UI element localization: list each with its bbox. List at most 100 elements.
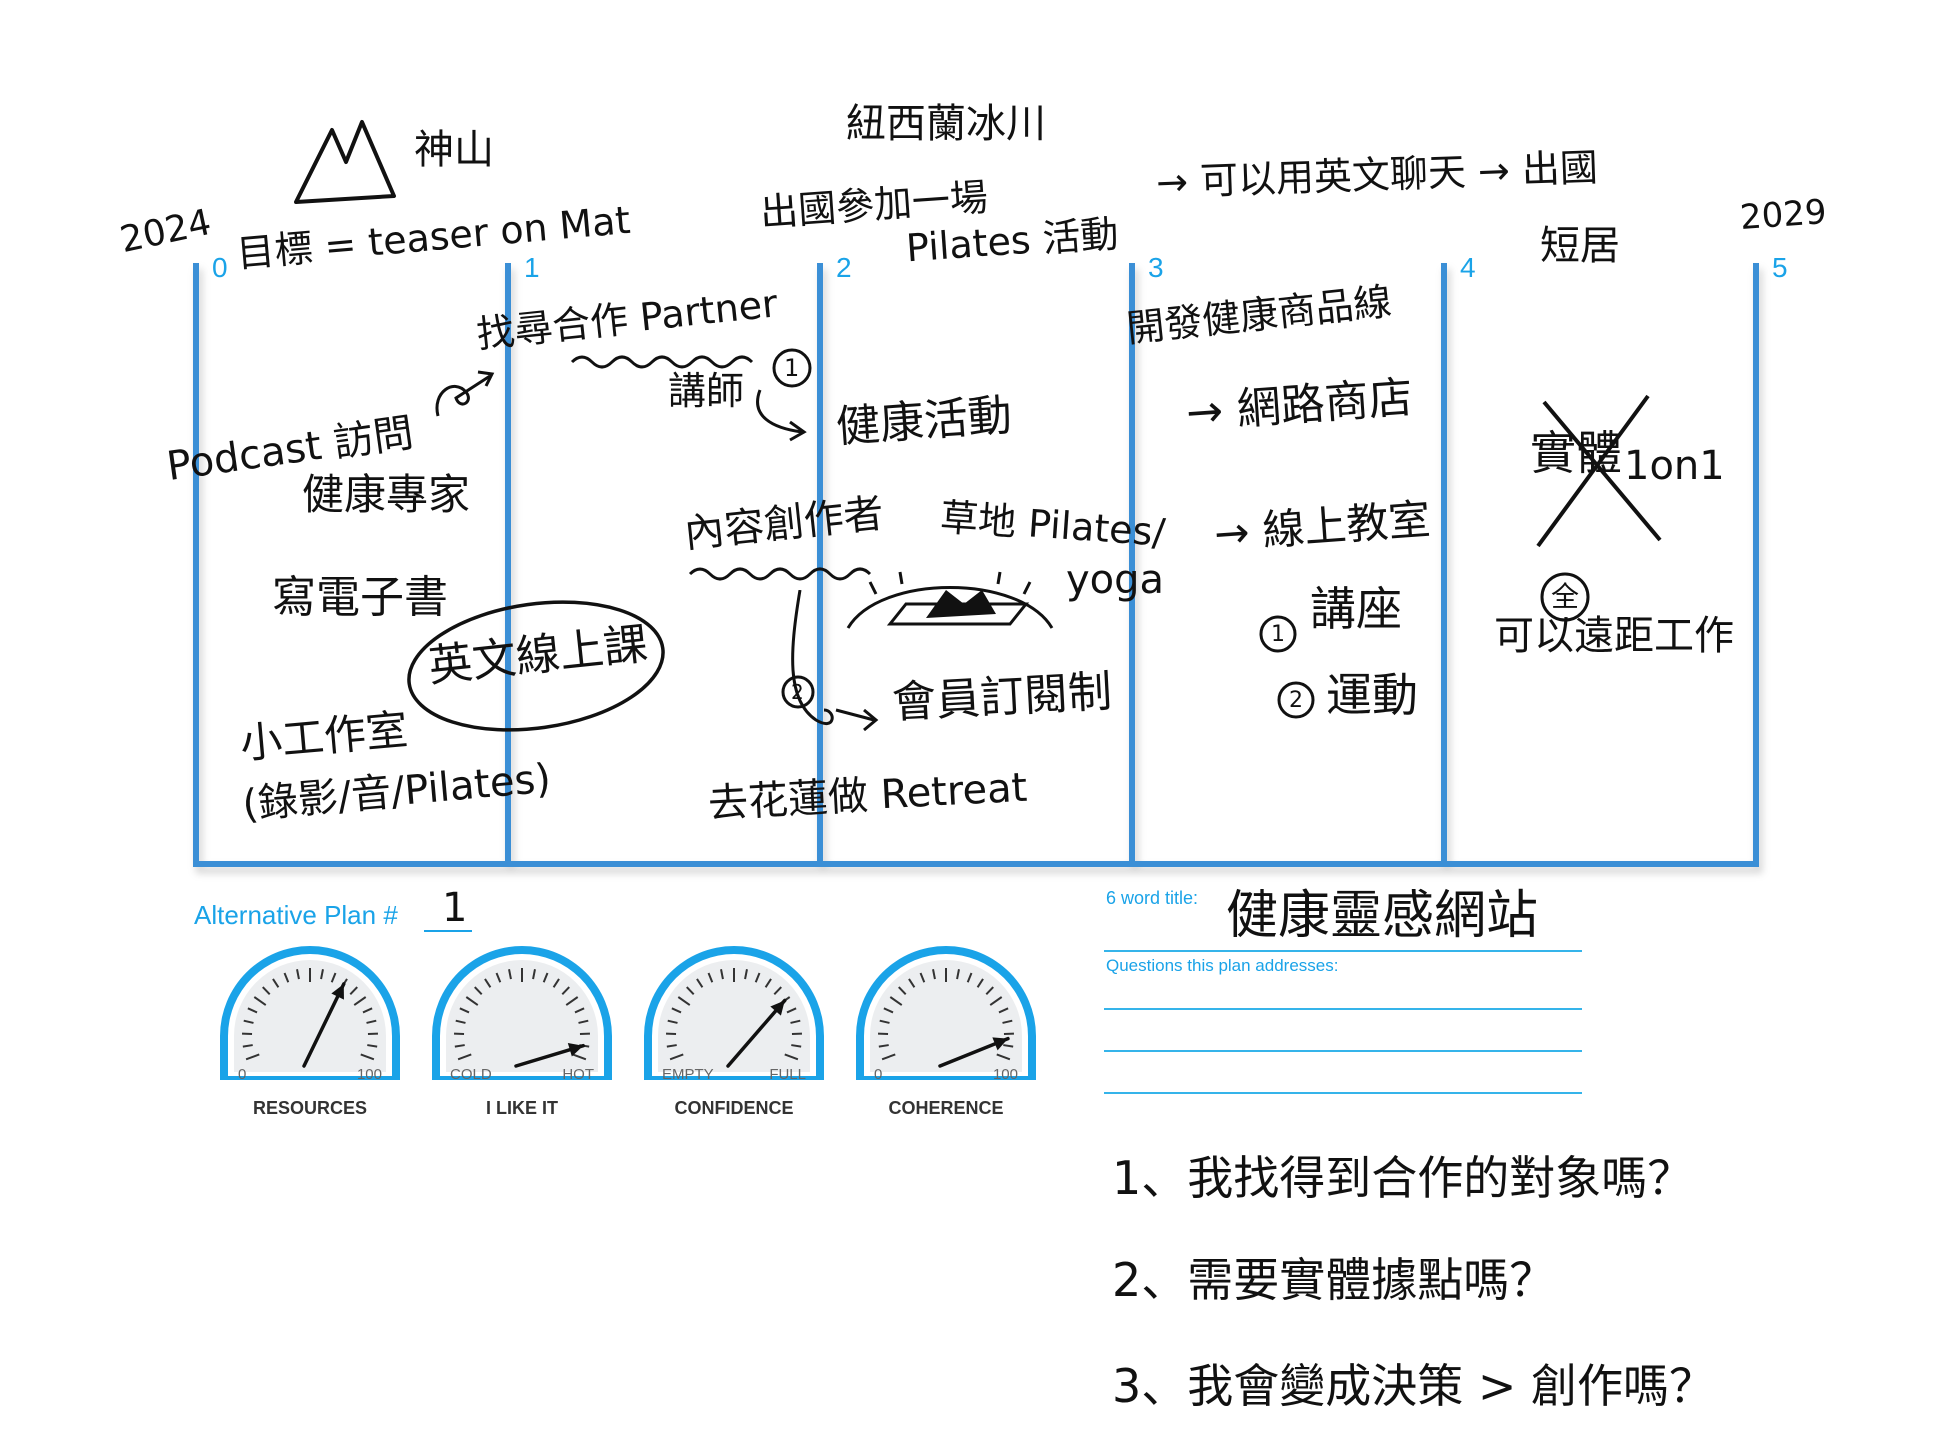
gauge-tick <box>353 996 367 1006</box>
note-lecturer-number: 1 <box>784 354 800 382</box>
gauge-low-label: 0 <box>874 1066 883 1083</box>
note-full-badge: 全 <box>1551 580 1580 613</box>
gauge-tick <box>889 996 903 1006</box>
gauge-tick <box>671 1007 682 1014</box>
yoga-mat-drawing <box>846 571 1054 629</box>
gauge-tick <box>272 978 280 988</box>
note-lecturer: 講師 <box>668 369 745 413</box>
note-seminar-number: 1 <box>1271 622 1285 647</box>
gauge-tick <box>283 972 290 983</box>
gauge-tick <box>720 969 724 980</box>
note-exercise-number: 2 <box>1289 688 1303 713</box>
six-word-title-value[interactable]: 健康靈感網站 <box>1226 886 1539 946</box>
gauge-title: I LIKE IT <box>486 1098 558 1118</box>
note-membership: 會員訂閱制 <box>890 666 1114 729</box>
exercise-number-circle <box>1277 681 1315 719</box>
gauge-high-label: HOT <box>562 1066 594 1083</box>
gauge-tick <box>669 1053 684 1061</box>
gauge-tick <box>457 1053 472 1061</box>
note-mountain: 神山 <box>414 127 494 173</box>
gauge-tick <box>495 972 502 983</box>
end-year: 2029 <box>1738 192 1828 238</box>
gauge-tick <box>1002 1019 1013 1024</box>
gauge-tick <box>790 1019 801 1024</box>
gauge-tick <box>454 1044 465 1048</box>
gauge-needle <box>726 998 787 1068</box>
gauge-tick <box>542 972 549 983</box>
six-word-title-line <box>1104 950 1582 952</box>
question-3: 3、我會變成決策 > 創作嗎？ <box>1112 1359 1716 1413</box>
gauge-tick <box>367 1044 378 1048</box>
gauge-tick <box>561 986 570 995</box>
note-seminar: 講座 <box>1310 582 1402 636</box>
gauge-tick <box>320 969 324 980</box>
gauge-low-label: COLD <box>450 1066 492 1083</box>
gauge-title: COHERENCE <box>888 1098 1004 1118</box>
gauge-tick <box>574 1007 585 1014</box>
gauge-needle-head <box>331 984 344 1000</box>
gauge-dial <box>432 946 612 1080</box>
gauge-dial <box>856 946 1036 1080</box>
timeline-frame <box>193 263 1759 867</box>
note-podcast-2: 健康專家 <box>302 470 471 519</box>
gauge-tick <box>366 1019 377 1024</box>
questions-line-1 <box>1104 1008 1582 1010</box>
gauge-dial <box>644 946 824 1080</box>
gauge-tick <box>349 986 358 995</box>
gauge-needle-head <box>770 1000 785 1016</box>
gauge-face <box>234 960 386 1072</box>
gauge-tick <box>764 978 772 988</box>
note-one-on-one: 1on1 <box>1624 443 1725 489</box>
timeline-number-3: 3 <box>1148 252 1164 283</box>
gauge-tick <box>985 986 994 995</box>
gauge-face <box>446 960 598 1072</box>
gauge-tick <box>878 1044 889 1048</box>
gauge-tick <box>243 1019 254 1024</box>
alternative-plan-label: Alternative Plan # <box>194 900 398 930</box>
gauge-tick <box>360 1053 375 1061</box>
question-1: 1、我找得到合作的對象嗎？ <box>1112 1151 1694 1205</box>
gauge-tick <box>677 996 691 1006</box>
gauge-tick <box>508 969 512 980</box>
wavy-underline-2 <box>688 567 872 581</box>
gauge-tick <box>696 978 704 988</box>
gauge-tick <box>966 972 973 983</box>
gauge-low-label: EMPTY <box>662 1066 714 1083</box>
gauge-tick <box>572 1053 587 1061</box>
membership-number-circle <box>781 675 815 709</box>
timeline-number-0: 0 <box>212 252 228 283</box>
gauge-tick <box>932 969 936 980</box>
questions-line-2 <box>1104 1050 1582 1052</box>
question-2: 2、需要實體據點嗎？ <box>1112 1253 1556 1307</box>
course-circle <box>407 600 665 732</box>
note-health-event: 健康活動 <box>834 389 1014 454</box>
cross-out-mark <box>1536 394 1662 548</box>
gauge-tick <box>989 996 1003 1006</box>
gauge-tick <box>786 1007 797 1014</box>
gauge-tick <box>552 978 560 988</box>
gauge-tick <box>686 986 695 995</box>
note-short-stay: 短居 <box>1540 223 1620 269</box>
gauge-tick <box>976 978 984 988</box>
gauge-face <box>658 960 810 1072</box>
timeline-number-5: 5 <box>1772 252 1788 283</box>
gauge-needle-head <box>567 1043 584 1057</box>
note-ebook: 寫電子書 <box>272 572 448 623</box>
gauge-low-label: 0 <box>238 1066 247 1083</box>
gauge-tick <box>879 1019 890 1024</box>
six-word-title-label: 6 word title: <box>1106 888 1199 908</box>
timeline-number-1: 1 <box>524 252 540 283</box>
full-badge-circle <box>1540 572 1590 622</box>
note-membership-number: 2 <box>791 680 804 704</box>
gauge-tick <box>956 969 960 980</box>
alternative-plan-number-field[interactable]: 1 <box>424 888 472 932</box>
gauge-tick <box>883 1007 894 1014</box>
arrow-icon <box>435 370 495 417</box>
timeline-number-4: 4 <box>1460 252 1476 283</box>
gauge-title: CONFIDENCE <box>674 1098 794 1118</box>
mountain-icon <box>294 120 396 204</box>
